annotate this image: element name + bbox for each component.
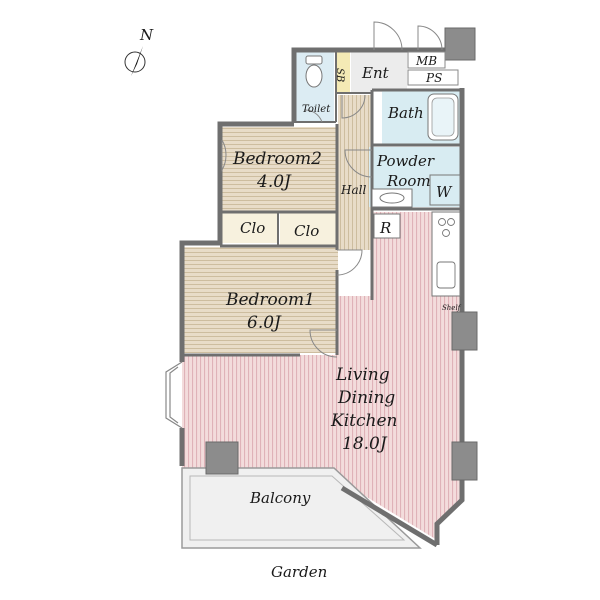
balcony-label: Balcony [249,489,311,507]
ldk-label-2: Dining [337,388,395,408]
shoe-box-label: SB [334,68,345,82]
bedroom2-size-label: 4.0J [256,172,292,192]
balcony-floor [181,467,422,549]
washer-label: W [436,183,453,201]
powder-room-label-2: Room [386,172,431,190]
refrigerator-label: R [379,219,391,237]
bedroom2-name-label: Bedroom2 [232,149,322,169]
kitchen-counter-icon [431,211,461,297]
garden-label: Garden [271,563,327,581]
entrance-label: Ent [361,64,390,82]
ldk-floor [182,212,462,540]
pillars [205,27,478,481]
closet-b-floor [280,213,336,245]
ldk-label-3: Kitchen [330,411,397,431]
fixtures [305,55,461,297]
bay-window [165,361,183,429]
compass-ring [124,51,146,73]
bedroom2-floor [222,127,336,212]
compass-north-label: N [139,26,154,44]
pillar-sw [205,441,239,475]
closet-a-floor [222,213,277,243]
shelf-label: Shelf [442,304,462,312]
compass: N [124,26,154,76]
pillar-east-upper [451,311,478,351]
closet-b-label: Clo [294,222,319,240]
washer-space-icon [429,174,461,206]
meter-box-label: MB [415,54,437,68]
refrigerator-space-icon [373,213,401,239]
entrance-floor [351,52,407,92]
pipe-space [407,69,459,86]
kitchen-sink-icon [436,261,456,289]
bedroom1-name-label: Bedroom1 [225,290,315,310]
washbasin-icon [371,188,413,208]
bath-label: Bath [387,104,424,122]
bedroom1-floor [184,247,338,353]
meter-box [407,51,446,69]
powder-room-label-1: Powder [376,152,435,170]
toilet-label: Toilet [302,104,331,115]
toilet-bowl-icon [305,64,323,88]
compass-arrow-icon [131,46,143,76]
pillar-ne [444,27,476,61]
hall-label: Hall [340,183,366,197]
shoe-box-floor [336,52,350,92]
toilet-tank-icon [305,55,323,65]
pillar-east-lower [451,441,478,481]
pipe-space-label: PS [425,71,442,85]
bedroom1-size-label: 6.0J [247,313,282,333]
closet-a-label: Clo [240,219,265,237]
stove-burner-icon [438,218,446,226]
ldk-label-1: Living [335,365,390,385]
hall-floor [338,95,371,250]
ldk-size-label: 18.0J [342,434,388,454]
doors [221,21,443,358]
